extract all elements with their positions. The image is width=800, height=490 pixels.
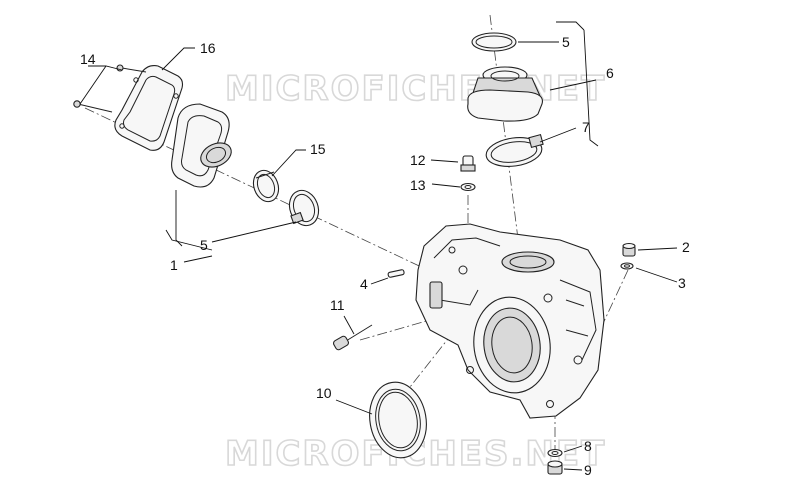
clamp-7-icon [485,133,544,167]
callout-2: 2 [682,239,690,255]
callout-5-top: 5 [562,34,570,50]
clamp-5-left-icon [288,189,320,227]
flange-icon [114,65,184,151]
throttle-body-housing-icon [415,223,605,419]
callout-9: 9 [584,462,592,478]
boot-6-icon [467,66,543,122]
callout-15: 15 [310,141,326,157]
washer-3-icon [620,262,634,270]
callout-6: 6 [606,65,614,81]
callout-10: 10 [316,385,332,401]
callout-7: 7 [582,119,590,135]
callout-1: 1 [170,257,178,273]
washer-8-icon [547,448,563,458]
pin-4-icon [387,269,405,278]
clamp-5-top-icon [471,32,517,52]
screw-11-icon [332,324,373,351]
callout-4: 4 [360,276,368,292]
clamp-15-icon [252,169,280,203]
screw-14-lower-icon [73,100,113,113]
callouts: 14 16 15 5 1 5 6 7 12 13 2 3 4 11 10 8 9 [80,34,690,478]
callout-12: 12 [410,152,426,168]
callout-13: 13 [410,177,426,193]
watermark-top: MICROFICHES.NET [225,69,606,109]
callout-16: 16 [200,40,216,56]
screw-14-upper-icon [116,64,147,73]
plug-9-icon [547,460,563,475]
fitting-12-icon [460,155,476,172]
plug-2-icon [622,242,636,257]
leader-lines [79,21,678,471]
washer-13-icon [460,182,476,192]
callout-11: 11 [330,297,345,313]
seal-10-icon [369,381,427,459]
callout-8: 8 [584,438,592,454]
callout-3: 3 [678,275,686,291]
callout-5-left: 5 [200,237,208,253]
intake-boot-icon [171,103,232,188]
callout-14: 14 [80,51,96,67]
